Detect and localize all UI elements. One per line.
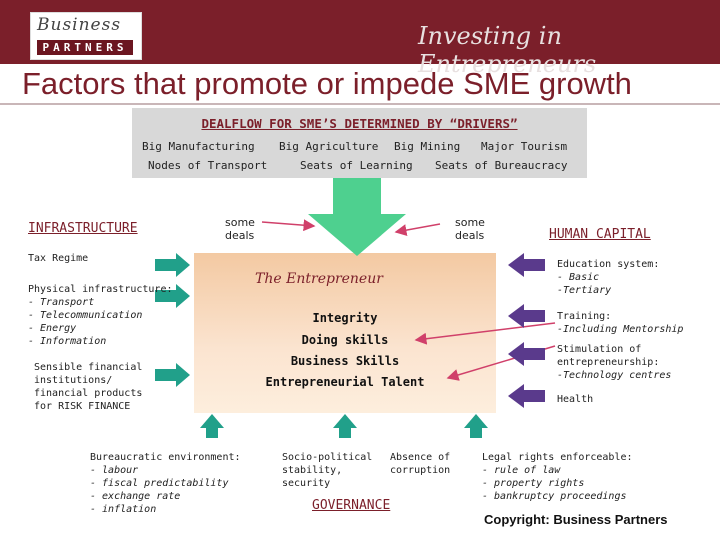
skills-pointer-1 [414, 322, 556, 345]
logo-word-top: Business [37, 15, 122, 35]
finance-arrow [155, 363, 190, 387]
governance-heading: GOVERNANCE [312, 498, 391, 513]
dealflow-down-arrow [308, 178, 406, 256]
socio-political-stability: Socio-political stability, security [282, 452, 373, 489]
training-arrow [508, 304, 545, 328]
driver-nodes-of-transport: Nodes of Transport [148, 159, 268, 172]
financial-institutions: Sensible financial institutions/ financi… [34, 362, 143, 412]
entrepreneur-title: The Entrepreneur [255, 271, 383, 287]
legal-up-arrow [464, 414, 488, 438]
education-arrow [508, 253, 545, 277]
education-system: Education system: - Basic -Tertiary [557, 259, 660, 296]
physical-infrastructure: Physical infrastructure: - Transport - T… [28, 284, 173, 347]
health-arrow [508, 384, 545, 408]
human-capital-heading: HUMAN CAPITAL [549, 227, 651, 242]
bureaucratic-environment: Bureaucratic environment: - labour - fis… [90, 452, 241, 515]
tax-arrow [155, 253, 190, 277]
tagline: Investing in Entrepreneurs [418, 22, 597, 78]
driver-big-manufacturing: Big Manufacturing [142, 140, 255, 153]
entrepreneur-box: The Entrepreneur Integrity Doing skills … [194, 253, 496, 413]
business-partners-logo: Business PARTNERS [30, 12, 142, 60]
entrepreneur-doing-skills: Doing skills [301, 333, 389, 347]
bureaucratic-up-arrow [200, 414, 224, 438]
driver-big-agriculture: Big Agriculture [279, 140, 379, 153]
driver-seats-of-learning: Seats of Learning [300, 159, 413, 172]
copyright-notice: Copyright: Business Partners [484, 512, 668, 527]
legal-rights: Legal rights enforceable: - rule of law … [482, 452, 633, 502]
logo-word-bottom: PARTNERS [37, 40, 133, 55]
absence-of-corruption: Absence of corruption [390, 452, 451, 476]
stimulation-arrow [508, 342, 545, 366]
right-deals-line [394, 223, 441, 237]
slide-title: Factors that promote or impede SME growt… [22, 66, 632, 101]
entrepreneur-business-skills: Business Skills [290, 354, 400, 368]
left-deals-line [261, 219, 316, 232]
entrepreneur-integrity: Integrity [312, 311, 378, 325]
physical-arrow [155, 284, 190, 308]
stimulation-of-entrepreneurship: Stimulation of entrepreneurship: -Techno… [557, 344, 672, 381]
right-deals-label: some deals [455, 216, 485, 242]
title-divider [0, 103, 720, 105]
governance-up-arrow [333, 414, 357, 438]
left-deals-label: some deals [225, 216, 255, 242]
drivers-box: DEALFLOW FOR SME’S DETERMINED BY “DRIVER… [132, 108, 587, 178]
training: Training: -Including Mentorship [557, 311, 684, 335]
driver-big-mining: Big Mining [394, 140, 461, 153]
tax-regime: Tax Regime [28, 253, 89, 264]
entrepreneur-talent: Entrepreneurial Talent [265, 375, 425, 389]
health: Health [557, 394, 594, 405]
driver-major-tourism: Major Tourism [481, 140, 568, 153]
drivers-heading: DEALFLOW FOR SME’S DETERMINED BY “DRIVER… [201, 116, 518, 131]
infrastructure-heading: INFRASTRUCTURE [28, 221, 138, 236]
driver-seats-of-bureaucracy: Seats of Bureaucracy [435, 159, 568, 172]
